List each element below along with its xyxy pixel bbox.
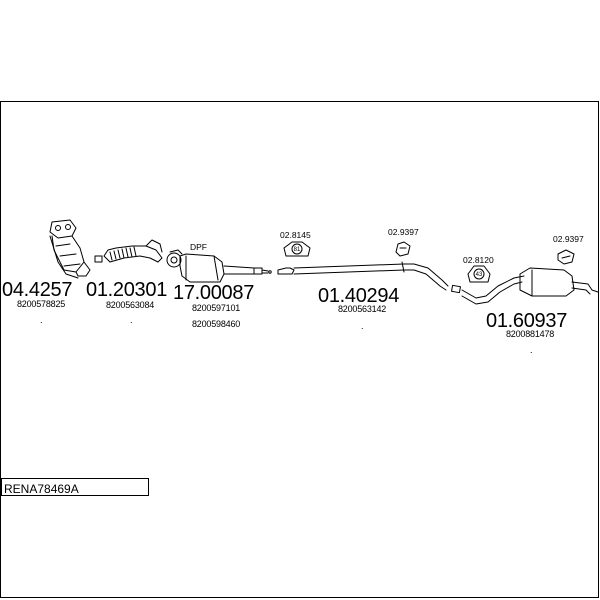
mount-02-9397-rear-drawing [557,249,575,265]
mount-02-9397-drawing [395,241,411,257]
part-number-flex-pipe: 01.20301 [86,279,168,301]
middle-pipe-part-drawing [277,261,449,291]
oem-number-middle-pipe: 8200563142 [338,304,387,314]
rear-silencer-part-drawing [461,267,599,305]
oem-number-rear-silencer: 8200881478 [506,329,555,339]
diagram-frame [0,101,599,598]
separator-dot: . [530,345,533,355]
rear-clamp-part-drawing [451,284,461,294]
mount-badge-81: 81 [294,247,301,253]
part-number-middle-pipe: 01.40294 [318,285,400,307]
separator-dot: . [40,315,43,325]
dpf-part-drawing [166,249,272,283]
part-number-catalyst: 04.4257 [2,279,73,301]
diagram-id: RENA78469A [4,482,79,496]
mount-02-8145-drawing [283,241,311,257]
oem-number-flex-pipe: 8200563084 [106,300,155,310]
oem-number-dpf-2: 8200598460 [192,319,241,329]
part-number-dpf: 17.00087 [173,282,255,304]
mount-code-02-9397: 02.9397 [388,227,419,237]
oem-number-catalyst: 8200578825 [17,299,66,309]
clamp-part-drawing [94,255,103,263]
diagram-id-box: RENA78469A [1,478,149,496]
mount-badge-43: 43 [476,272,483,278]
separator-dot: . [361,321,364,331]
dpf-tag: DPF [190,242,207,252]
flex-pipe-part-drawing [103,239,163,263]
oem-number-dpf-1: 8200597101 [192,303,241,313]
catalyst-part-drawing [49,219,91,279]
mount-02-8120-drawing [467,265,491,283]
mount-code-02-9397-rear: 02.9397 [553,234,584,244]
mount-code-02-8120: 02.8120 [463,255,494,265]
part-number-rear-silencer: 01.60937 [486,310,568,332]
separator-dot: . [130,315,133,325]
mount-code-02-8145: 02.8145 [280,230,311,240]
